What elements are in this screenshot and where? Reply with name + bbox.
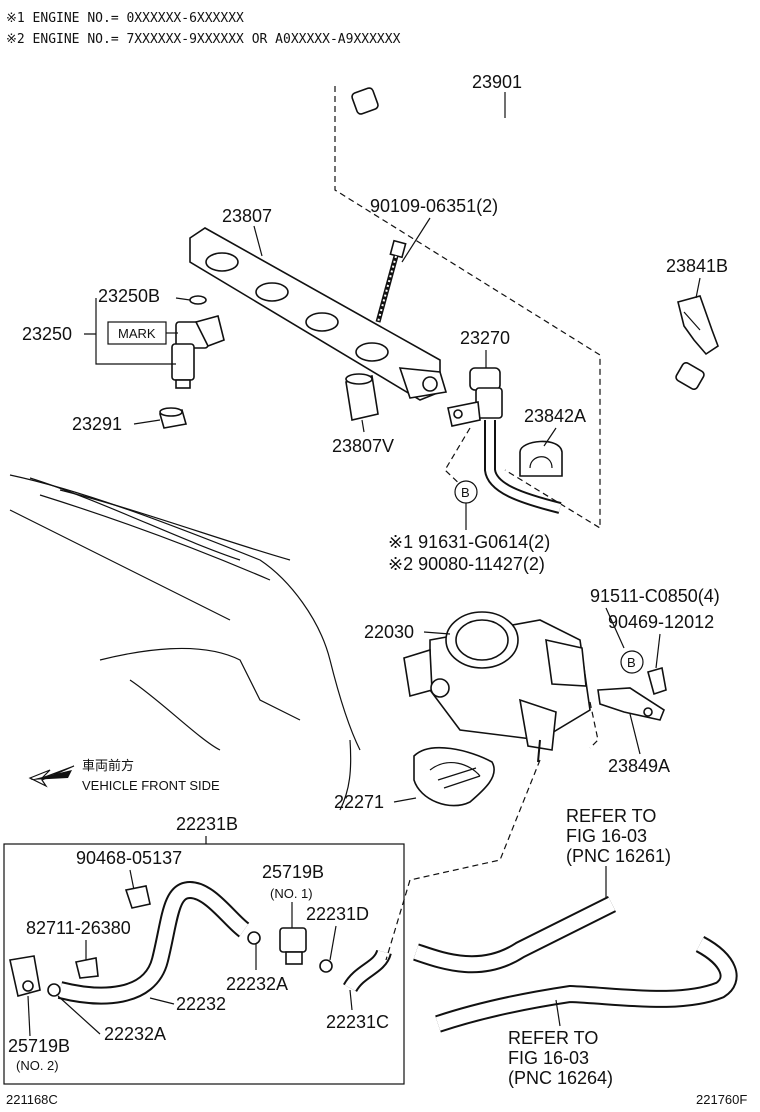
label-23807: 23807 bbox=[222, 206, 272, 226]
circle-b-lower bbox=[620, 650, 644, 674]
ref1-line3: (PNC 16261) bbox=[566, 846, 671, 866]
label-25719B-1: 25719B bbox=[262, 862, 324, 882]
direction-jp: 車両前方 bbox=[82, 758, 134, 773]
grommet-23291 bbox=[158, 407, 188, 429]
label-no2: (NO. 2) bbox=[16, 1058, 59, 1073]
hose-22232 bbox=[57, 880, 250, 1005]
label-23901: 23901 bbox=[472, 72, 522, 92]
clip-23841B bbox=[677, 295, 719, 356]
label-22231D: 22231D bbox=[306, 904, 369, 924]
clamp-23842A bbox=[519, 440, 563, 477]
throttle-body-22030 bbox=[403, 611, 591, 763]
pressure-regulator-23270 bbox=[447, 367, 562, 514]
label-91631: ※1 91631-G0614(2) bbox=[388, 532, 550, 552]
insulator-23807V bbox=[345, 373, 379, 421]
label-90468: 90468-05137 bbox=[76, 848, 182, 868]
label-22231C: 22231C bbox=[326, 1012, 389, 1032]
engine-note-2: ※2 ENGINE NO.= 7XXXXXX-9XXXXXX OR A0XXXX… bbox=[6, 32, 401, 47]
intake-manifold-outline bbox=[9, 474, 361, 811]
label-no1: (NO. 1) bbox=[270, 886, 313, 901]
hose-22231C bbox=[343, 949, 392, 993]
clamp-22232A-lower bbox=[47, 983, 61, 997]
hose-ref-16264 bbox=[435, 936, 738, 1033]
circle-b-upper-label: B bbox=[461, 485, 470, 500]
circle-b-lower-label: B bbox=[627, 655, 636, 670]
label-23270: 23270 bbox=[460, 328, 510, 348]
hose-23901 bbox=[351, 87, 705, 390]
clamp-22232A-upper bbox=[247, 931, 261, 945]
bracket-23849A bbox=[597, 666, 667, 721]
label-90109: 90109-06351(2) bbox=[370, 196, 498, 216]
ref2-line1: REFER TO bbox=[508, 1028, 598, 1048]
label-23841B: 23841B bbox=[666, 256, 728, 276]
gasket-22271 bbox=[413, 746, 495, 807]
label-25719B-2: 25719B bbox=[8, 1036, 70, 1056]
clip-82711 bbox=[75, 957, 99, 979]
label-82711: 82711-26380 bbox=[26, 918, 131, 938]
ref1-line2: FIG 16-03 bbox=[566, 826, 647, 846]
label-91511: 91511-C0850(4) bbox=[590, 586, 720, 606]
valve-25719B-1 bbox=[279, 927, 307, 965]
connector-dash-lower bbox=[385, 759, 541, 961]
label-23250: 23250 bbox=[22, 324, 72, 344]
direction-en: VEHICLE FRONT SIDE bbox=[82, 778, 220, 793]
label-22232A-2: 22232A bbox=[104, 1024, 166, 1044]
clamp-22231D bbox=[319, 959, 333, 973]
mark-label: MARK bbox=[118, 326, 156, 341]
clip-90468 bbox=[124, 885, 151, 909]
label-90469: 90469-12012 bbox=[608, 612, 714, 632]
hose-group-box bbox=[3, 843, 405, 1085]
label-23250B: 23250B bbox=[98, 286, 160, 306]
engine-note-1: ※1 ENGINE NO.= 0XXXXXX-6XXXXXX bbox=[6, 11, 244, 26]
footer-right-code: 221760F bbox=[696, 1092, 747, 1107]
footer-left-code: 221168C bbox=[6, 1092, 58, 1107]
label-23291: 23291 bbox=[72, 414, 122, 434]
label-23842A: 23842A bbox=[524, 406, 586, 426]
hose-ref-16261 bbox=[413, 895, 617, 974]
label-23849A: 23849A bbox=[608, 756, 670, 776]
ref2-line2: FIG 16-03 bbox=[508, 1048, 589, 1068]
valve-25719B-2 bbox=[9, 955, 41, 997]
bolt-90109 bbox=[375, 239, 407, 323]
label-90080: ※2 90080-11427(2) bbox=[388, 554, 545, 574]
label-22271: 22271 bbox=[334, 792, 384, 812]
ref2-line3: (PNC 16264) bbox=[508, 1068, 613, 1088]
label-22030: 22030 bbox=[364, 622, 414, 642]
fuel-rail-23807 bbox=[189, 227, 448, 401]
label-22232A-1: 22232A bbox=[226, 974, 288, 994]
vehicle-front-arrow bbox=[28, 765, 75, 788]
label-22232: 22232 bbox=[176, 994, 226, 1014]
ref1-line1: REFER TO bbox=[566, 806, 656, 826]
injector-23250 bbox=[171, 295, 225, 389]
label-23807V: 23807V bbox=[332, 436, 394, 456]
label-22231B: 22231B bbox=[176, 814, 238, 834]
